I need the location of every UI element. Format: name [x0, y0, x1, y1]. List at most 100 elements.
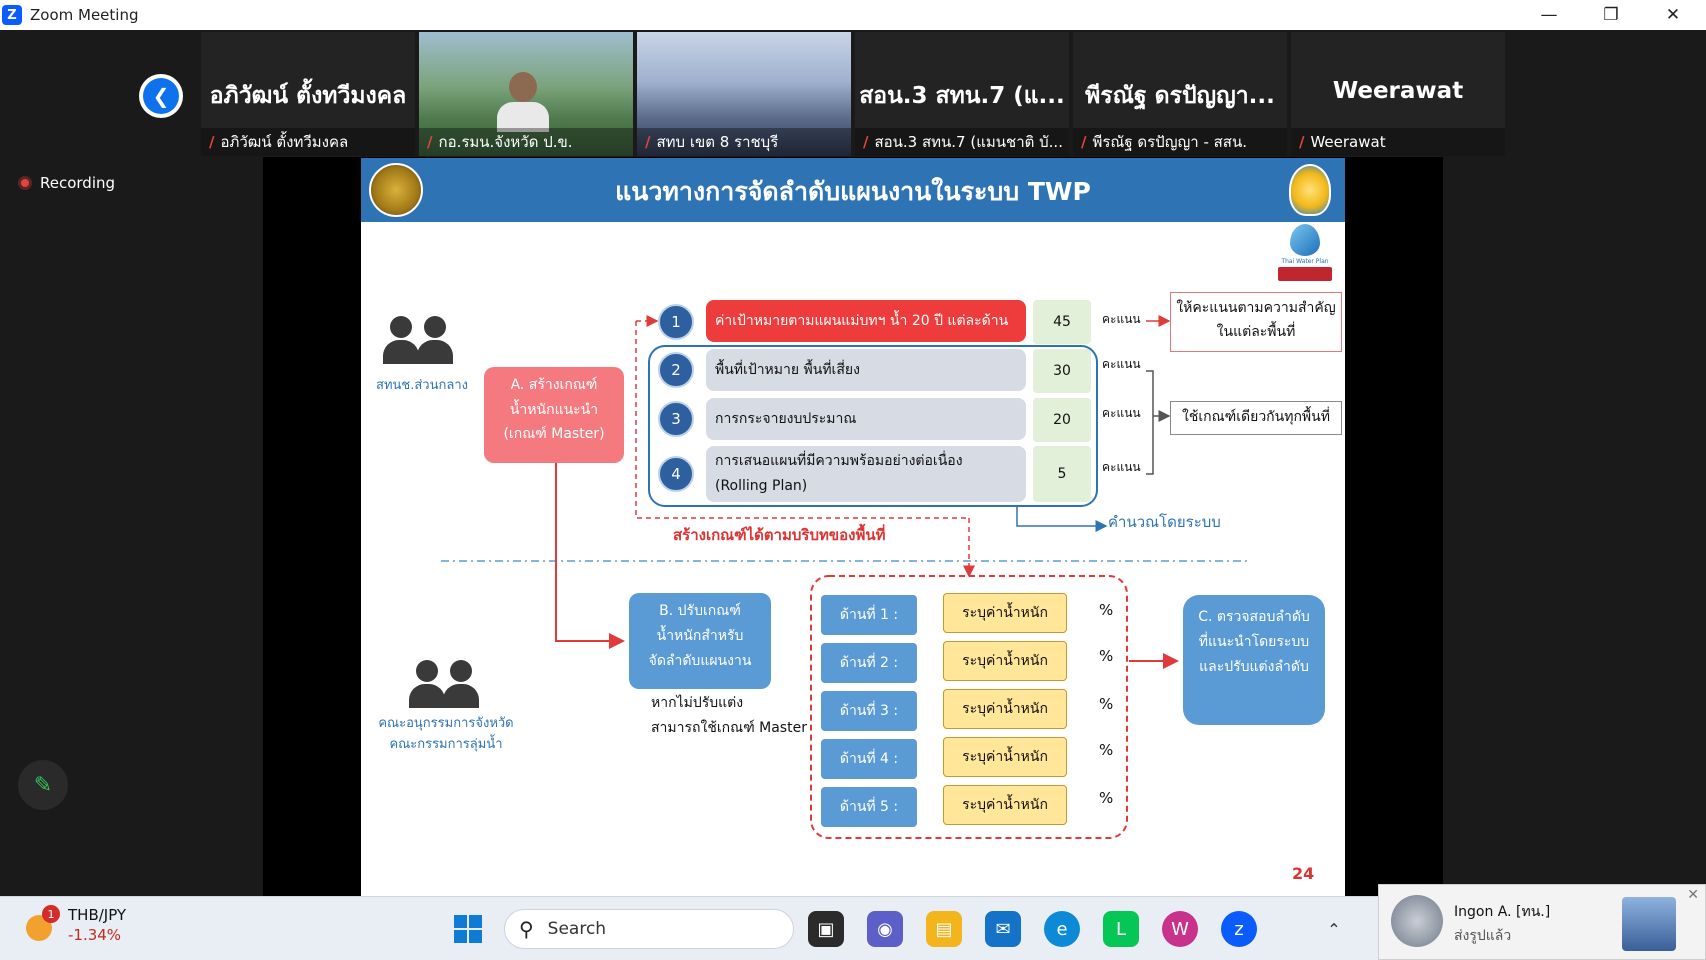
weight-input: ระบุค่าน้ำหนัก	[943, 593, 1067, 633]
participant-label-text: Weerawat	[1310, 133, 1386, 151]
diagram-connectors	[441, 315, 1249, 839]
participant-name-large: สอน.3 สทน.7 (แ...	[859, 83, 1065, 109]
criterion-row: การเสนอแผนที่มีความพร้อมอย่างต่อเนื่อง (…	[706, 446, 1026, 502]
criterion-text: (Rolling Plan)	[715, 478, 808, 494]
zoom-app-icon[interactable]: z	[1221, 911, 1257, 947]
toast-image-thumbnail	[1622, 897, 1676, 951]
box-c-line: ที่แนะนำโดยระบบ	[1198, 634, 1310, 651]
criterion-unit: คะแนน	[1102, 406, 1141, 420]
note-line: หากไม่ปรับแต่ง	[651, 695, 744, 711]
participant-video-person	[497, 72, 549, 132]
weight-input: ระบุค่าน้ำหนัก	[943, 689, 1067, 729]
side-label: ด้านที่ 1 :	[821, 595, 917, 635]
box-c-line: และปรับแต่งลำดับ	[1199, 659, 1309, 676]
chat-icon[interactable]: ◉	[867, 911, 903, 947]
criterion-score: 45	[1033, 300, 1091, 344]
users-group-icon	[383, 304, 461, 364]
criterion-number-badge: 1	[658, 304, 694, 340]
chevron-up-icon[interactable]: ⌃	[1327, 919, 1341, 939]
users-group-icon	[409, 648, 487, 708]
start-button[interactable]	[450, 911, 486, 947]
participant-tile[interactable]: สอน.3 สทน.7 (แ... ∕ สอน.3 สทน.7 (แมนชาติ …	[855, 32, 1069, 156]
government-seal-logo	[369, 163, 423, 217]
notification-badge: 1	[42, 905, 60, 923]
slide-header: แนวทางการจัดลำดับแผนงานในระบบ TWP	[361, 158, 1345, 222]
recording-label: Recording	[40, 174, 116, 192]
side-label: ด้านที่ 3 :	[821, 691, 917, 731]
note-line: สามารถใช้เกณฑ์ Master	[651, 719, 807, 736]
file-explorer-icon[interactable]: ▤	[926, 911, 962, 947]
participant-label: ∕สทบ เขต 8 ราชบุรี	[637, 128, 851, 156]
line-app-icon[interactable]: L	[1103, 911, 1139, 947]
criterion-text: ค่าเป้าหมายตามแผนแม่บทฯ น้ำ 20 ปี แต่ละด…	[715, 313, 1009, 329]
box-a-line: A. สร้างเกณฑ์	[510, 377, 598, 393]
toast-sender: Ingon A. [ทน.]	[1454, 904, 1551, 920]
participant-tile[interactable]: Weerawat ∕Weerawat	[1291, 32, 1505, 156]
mail-icon[interactable]: ✉	[985, 911, 1021, 947]
box-b-adjust-weights: B. ปรับเกณฑ์ น้ำหนักสำหรับ จัดลำดับแผนงา…	[629, 593, 771, 689]
criterion-number-badge: 3	[658, 401, 694, 437]
note-score-by-importance: ให้คะแนนตามความสำคัญ ในแต่ละพื้นที่	[1170, 292, 1342, 352]
participant-label-text: สอน.3 สทน.7 (แมนชาติ บั...	[874, 133, 1063, 151]
previous-page-button[interactable]: ❮	[139, 74, 183, 118]
participant-tile[interactable]: พีรณัฐ ดรปัญญา... ∕พีรณัฐ ดรปัญญา - สสน.	[1073, 32, 1287, 156]
adjust-criteria-label: สร้างเกณฑ์ได้ตามบริบทของพื้นที่	[673, 526, 886, 544]
percent-sign: %	[1099, 695, 1114, 713]
note-same-criteria: ใช้เกณฑ์เดียวกันทุกพื้นที่	[1170, 401, 1342, 435]
side-label: ด้านที่ 5 :	[821, 787, 917, 827]
box-a-line: (เกณฑ์ Master)	[503, 426, 605, 442]
mic-muted-icon: ∕	[1299, 133, 1305, 151]
edge-browser-icon[interactable]: e	[1044, 911, 1080, 947]
close-button[interactable]: ✕	[1665, 5, 1681, 25]
mic-muted-icon: ∕	[863, 133, 869, 151]
participant-label: ∕ สอน.3 สทน.7 (แมนชาติ บั...	[855, 128, 1069, 156]
participant-name-large: อภิวัฒน์ ตั้งทวีมงคล	[209, 83, 407, 109]
box-c-line: C. ตรวจสอบลำดับ	[1198, 609, 1310, 625]
ticker-symbol: THB/JPY	[68, 906, 127, 924]
criterion-number-badge: 2	[658, 352, 694, 388]
province-group-line: คณะอนุกรรมการจังหวัด	[378, 716, 514, 731]
side-label: ด้านที่ 2 :	[821, 643, 917, 683]
task-view-icon[interactable]: ▣	[808, 911, 844, 947]
windows-logo-icon	[454, 915, 482, 943]
ticker-change: -1.34%	[68, 926, 122, 945]
percent-sign: %	[1099, 647, 1114, 665]
side-label: ด้านที่ 4 :	[821, 739, 917, 779]
participant-label-text: อภิวัฒน์ ตั้งทวีมงคล	[220, 133, 349, 151]
slide-page-number: 24	[1292, 864, 1315, 883]
participant-label-text: สทบ เขต 8 ราชบุรี	[656, 133, 779, 151]
participant-label: ∕อภิวัฒน์ ตั้งทวีมงคล	[201, 128, 415, 156]
stock-ticker-widget[interactable]: 1 THB/JPY -1.34%	[26, 905, 126, 946]
ministry-logo	[1289, 164, 1331, 216]
participant-label-text: พีรณัฐ ดรปัญญา - สสน.	[1092, 133, 1247, 151]
box-b-line: B. ปรับเกณฑ์	[659, 603, 741, 619]
participant-tile-video[interactable]: ∕สทบ เขต 8 ราชบุรี	[637, 32, 851, 156]
box-b-line: จัดลำดับแผนงาน	[648, 653, 752, 670]
viber-app-icon[interactable]: W	[1162, 911, 1198, 947]
recording-indicator[interactable]: Recording	[18, 174, 115, 192]
slide-title: แนวทางการจัดลำดับแผนงานในระบบ TWP	[615, 177, 1091, 206]
note-use-master: หากไม่ปรับแต่ง สามารถใช้เกณฑ์ Master	[651, 691, 807, 740]
participant-tile-video[interactable]: ∕กอ.รมน.จังหวัด ป.ข.	[419, 32, 633, 156]
box-b-line: น้ำหนักสำหรับ	[656, 628, 744, 645]
participant-tile[interactable]: อภิวัฒน์ ตั้งทวีมงคล ∕อภิวัฒน์ ตั้งทวีมง…	[201, 32, 415, 156]
notification-toast[interactable]: Ingon A. [ทน.] ส่งรูปแล้ว ✕	[1378, 884, 1706, 960]
annotate-pencil-button[interactable]: ✎	[18, 760, 68, 810]
minimize-button[interactable]: —	[1540, 5, 1558, 25]
zoom-logo-icon: Z	[2, 5, 22, 25]
box-c-review-order: C. ตรวจสอบลำดับ ที่แนะนำโดยระบบ และปรับแ…	[1183, 595, 1325, 725]
province-group-label: คณะอนุกรรมการจังหวัด คณะกรรมการลุ่มน้ำ	[371, 714, 521, 756]
toast-message: ส่งรูปแล้ว	[1454, 928, 1512, 944]
criterion-unit: คะแนน	[1102, 357, 1141, 371]
taskbar-search[interactable]: ⚲ Search	[504, 909, 794, 949]
box-a-line: น้ำหนักแนะนำ	[509, 401, 599, 418]
close-icon[interactable]: ✕	[1687, 887, 1699, 903]
presentation-slide: แนวทางการจัดลำดับแผนงานในระบบ TWP Thai W…	[361, 158, 1345, 896]
criterion-row: การกระจายงบประมาณ	[706, 398, 1026, 440]
criterion-row: ค่าเป้าหมายตามแผนแม่บทฯ น้ำ 20 ปี แต่ละด…	[706, 300, 1026, 342]
window-titlebar: Z Zoom Meeting — ❐ ✕	[0, 0, 1706, 30]
pencil-icon: ✎	[33, 772, 53, 798]
restore-button[interactable]: ❐	[1603, 5, 1619, 25]
currency-icon: 1	[26, 905, 60, 941]
avatar	[1391, 895, 1443, 947]
